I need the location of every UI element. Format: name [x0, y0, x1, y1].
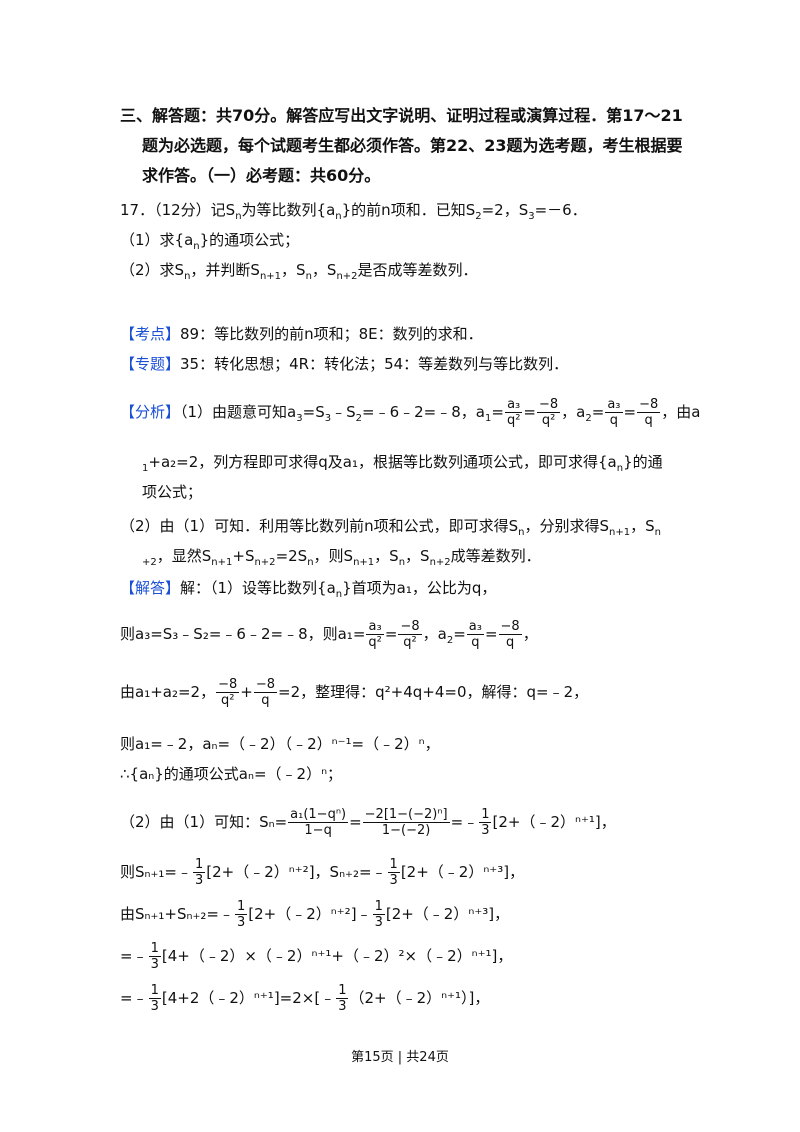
question-1: （1）求{an}的通项公式；	[120, 231, 300, 252]
analysis-line4: （2）由（1）可知．利用等比数列前n项和公式，即可求得Sn，分别求得Sn+1，S…	[120, 517, 661, 538]
problem-statement: 17．（12分）记Sn为等比数列{an}的前n项和．已知S2=2，S3=－6．	[120, 201, 587, 222]
analysis-line5: +2，显然Sn+1+Sn+2=2Sn，则Sn+1，Sn，Sn+2成等差数列．	[142, 547, 541, 568]
section-heading-line1: 三、解答题：共70分。解答应写出文字说明、证明过程或演算过程．第17～21	[120, 106, 683, 125]
solution-line6: （2）由（1）可知：Sₙ=a₁(1−qⁿ)1−q=−2[1−(−2)ⁿ]1−(−…	[120, 807, 616, 838]
analysis-line3: 项公式；	[142, 483, 203, 501]
analysis-line2: 1+a₂=2，列方程即可求得q及a₁，根据等比数列通项公式，即可求得{an}的通	[142, 453, 663, 474]
solution-line4: 则a₁=﹣2，aₙ=（﹣2）（﹣2）ⁿ⁻¹=（﹣2）ⁿ，	[120, 735, 440, 753]
kaodian-line: 【考点】89：等比数列的前n项和；8E：数列的求和．	[120, 325, 483, 343]
section-heading-line3: 求作答。（一）必考题：共60分。	[142, 166, 381, 185]
page-footer: 第15页 | 共24页	[351, 1050, 449, 1065]
section-heading-line2: 题为必选题，每个试题考生都必须作答。第22、23题为选考题，考生根据要	[142, 136, 683, 155]
zhuanti-line: 【专题】35：转化思想；4R：转化法；54：等差数列与等比数列．	[120, 355, 569, 373]
zhuanti-tag: 【专题】	[120, 355, 181, 373]
solution-line5: ∴{aₙ}的通项公式aₙ=（﹣2）ⁿ；	[120, 765, 343, 783]
jieda-tag: 【解答】	[120, 579, 181, 597]
fenxi-tag: 【分析】	[120, 403, 181, 421]
question-2: （2）求Sn，并判断Sn+1，Sn，Sn+2是否成等差数列．	[120, 261, 478, 282]
kaodian-tag: 【考点】	[120, 325, 181, 343]
solution-line1: 【解答】解：（1）设等比数列{an}首项为a₁，公比为q，	[120, 579, 497, 600]
